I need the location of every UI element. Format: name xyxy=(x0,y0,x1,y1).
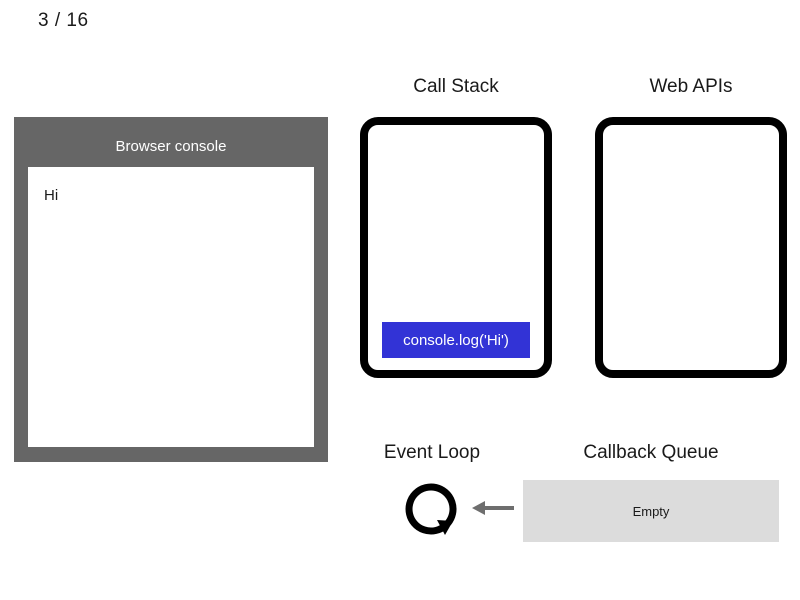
web-apis-box xyxy=(595,117,787,378)
event-loop-heading: Event Loop xyxy=(383,442,481,463)
web-apis-heading: Web APIs xyxy=(649,76,733,97)
callback-queue-box: Empty xyxy=(523,480,779,542)
call-stack-box: console.log('Hi') xyxy=(360,117,552,378)
slide-counter: 3 / 16 xyxy=(38,10,89,31)
call-stack-frame: console.log('Hi') xyxy=(382,322,530,358)
browser-console-title: Browser console xyxy=(115,138,227,155)
browser-console-panel: Browser console Hi xyxy=(14,117,328,462)
circular-arrow-icon xyxy=(405,483,457,535)
browser-console-output: Hi xyxy=(28,167,314,447)
callback-queue-status: Empty xyxy=(632,503,670,519)
call-stack-heading: Call Stack xyxy=(413,76,499,97)
arrow-left-icon xyxy=(472,501,514,515)
console-log-line: Hi xyxy=(44,187,59,204)
callback-queue-heading: Callback Queue xyxy=(583,442,719,463)
